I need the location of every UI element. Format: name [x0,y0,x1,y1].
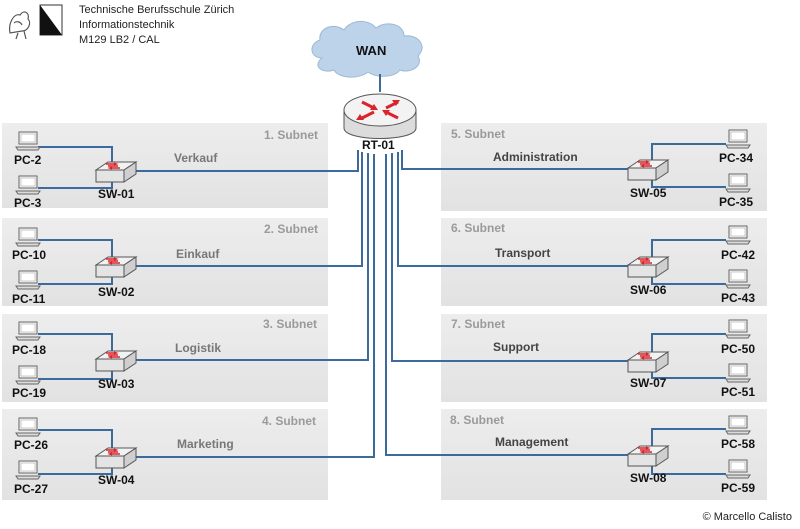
switch-label: SW-07 [630,376,667,390]
switch-icon [95,256,137,278]
switch-label: SW-01 [98,187,135,201]
pc-icon [15,460,41,480]
subnet-title: 7. Subnet [451,317,506,331]
subnet-title: 5. Subnet [451,127,506,141]
subnet-department: Verkauf [174,151,218,165]
pc-icon [15,131,41,151]
subnet-title: 6. Subnet [451,221,506,235]
pc-icon [15,365,41,385]
subnet-area-7 [441,314,767,402]
pc-label: PC-35 [719,195,754,209]
subnet-area-1 [2,123,328,208]
subnet-department: Transport [495,246,551,260]
pc-label: PC-42 [721,248,756,262]
school-header: Technische Berufsschule Zürich Informati… [79,3,234,48]
pc-label: PC-34 [719,151,754,165]
subnet-title: 1. Subnet [264,128,319,142]
pc-links [38,143,726,475]
pc-icon [15,175,41,195]
pc-label: PC-50 [721,342,756,356]
pc-icon [725,415,751,435]
wan-label: WAN [356,43,387,58]
pc-icon [15,321,41,341]
switch-icon [95,447,137,469]
router-label: RT-01 [362,138,395,152]
copyright-text: © Marcello Calisto [702,511,792,523]
subnet-title: 8. Subnet [450,413,505,427]
subnet-department: Administration [493,150,578,164]
pc-label: PC-11 [12,292,46,306]
pc-icon [725,129,751,149]
pc-label: PC-19 [12,386,47,400]
pc-icon [725,319,751,339]
switch-label: SW-03 [98,377,135,391]
pc-label: PC-59 [721,481,756,495]
pc-label: PC-27 [14,482,49,496]
pc-label: PC-43 [721,291,756,305]
subnet-area-6 [441,218,767,306]
pc-icon [725,225,751,245]
subnet-title: 2. Subnet [264,222,319,236]
pc-icon [15,417,41,437]
subnet-area-4 [2,409,328,500]
pc-label: PC-26 [14,438,49,452]
switch-label: SW-06 [630,283,667,297]
subnet-title: 4. Subnet [262,414,317,428]
pc-icon [725,363,751,383]
pc-label: PC-10 [12,248,47,262]
pc-icon [15,227,41,247]
switch-icon [95,161,137,183]
subnet-department: Marketing [177,437,234,451]
pc-label: PC-2 [14,153,42,167]
subnet-area-3 [2,314,328,402]
switch-icon [627,256,669,278]
subnet-title: 3. Subnet [263,317,318,331]
module-code: M129 LB2 / CAL [79,34,160,46]
subnet-department: Einkauf [176,247,220,261]
canton-logo [9,4,63,40]
switch-icon [627,159,669,181]
switch-label: SW-04 [98,473,135,487]
router-icon [343,93,417,139]
switch-label: SW-08 [630,471,667,485]
department-name: Informationstechnik [79,19,175,31]
pc-icon [725,173,751,193]
subnet-area-5 [441,123,767,211]
subnet-department: Management [495,435,569,449]
pc-label: PC-18 [12,343,47,357]
subnet-area-2 [2,218,328,306]
pc-icon [15,270,41,290]
pc-icon [725,459,751,479]
subnet-department: Logistik [175,341,222,355]
switch-icon [627,445,669,467]
pc-label: PC-51 [721,385,756,399]
wan-cloud [311,21,423,78]
subnet-department: Support [493,340,539,354]
pc-label: PC-58 [721,437,756,451]
router-links [136,150,628,458]
switch-label: SW-02 [98,285,135,299]
pc-icon [725,269,751,289]
school-name: Technische Berufsschule Zürich [79,4,235,16]
switch-icon [627,351,669,373]
switch-icon [95,350,137,372]
pc-label: PC-3 [14,196,42,210]
switch-label: SW-05 [630,186,667,200]
